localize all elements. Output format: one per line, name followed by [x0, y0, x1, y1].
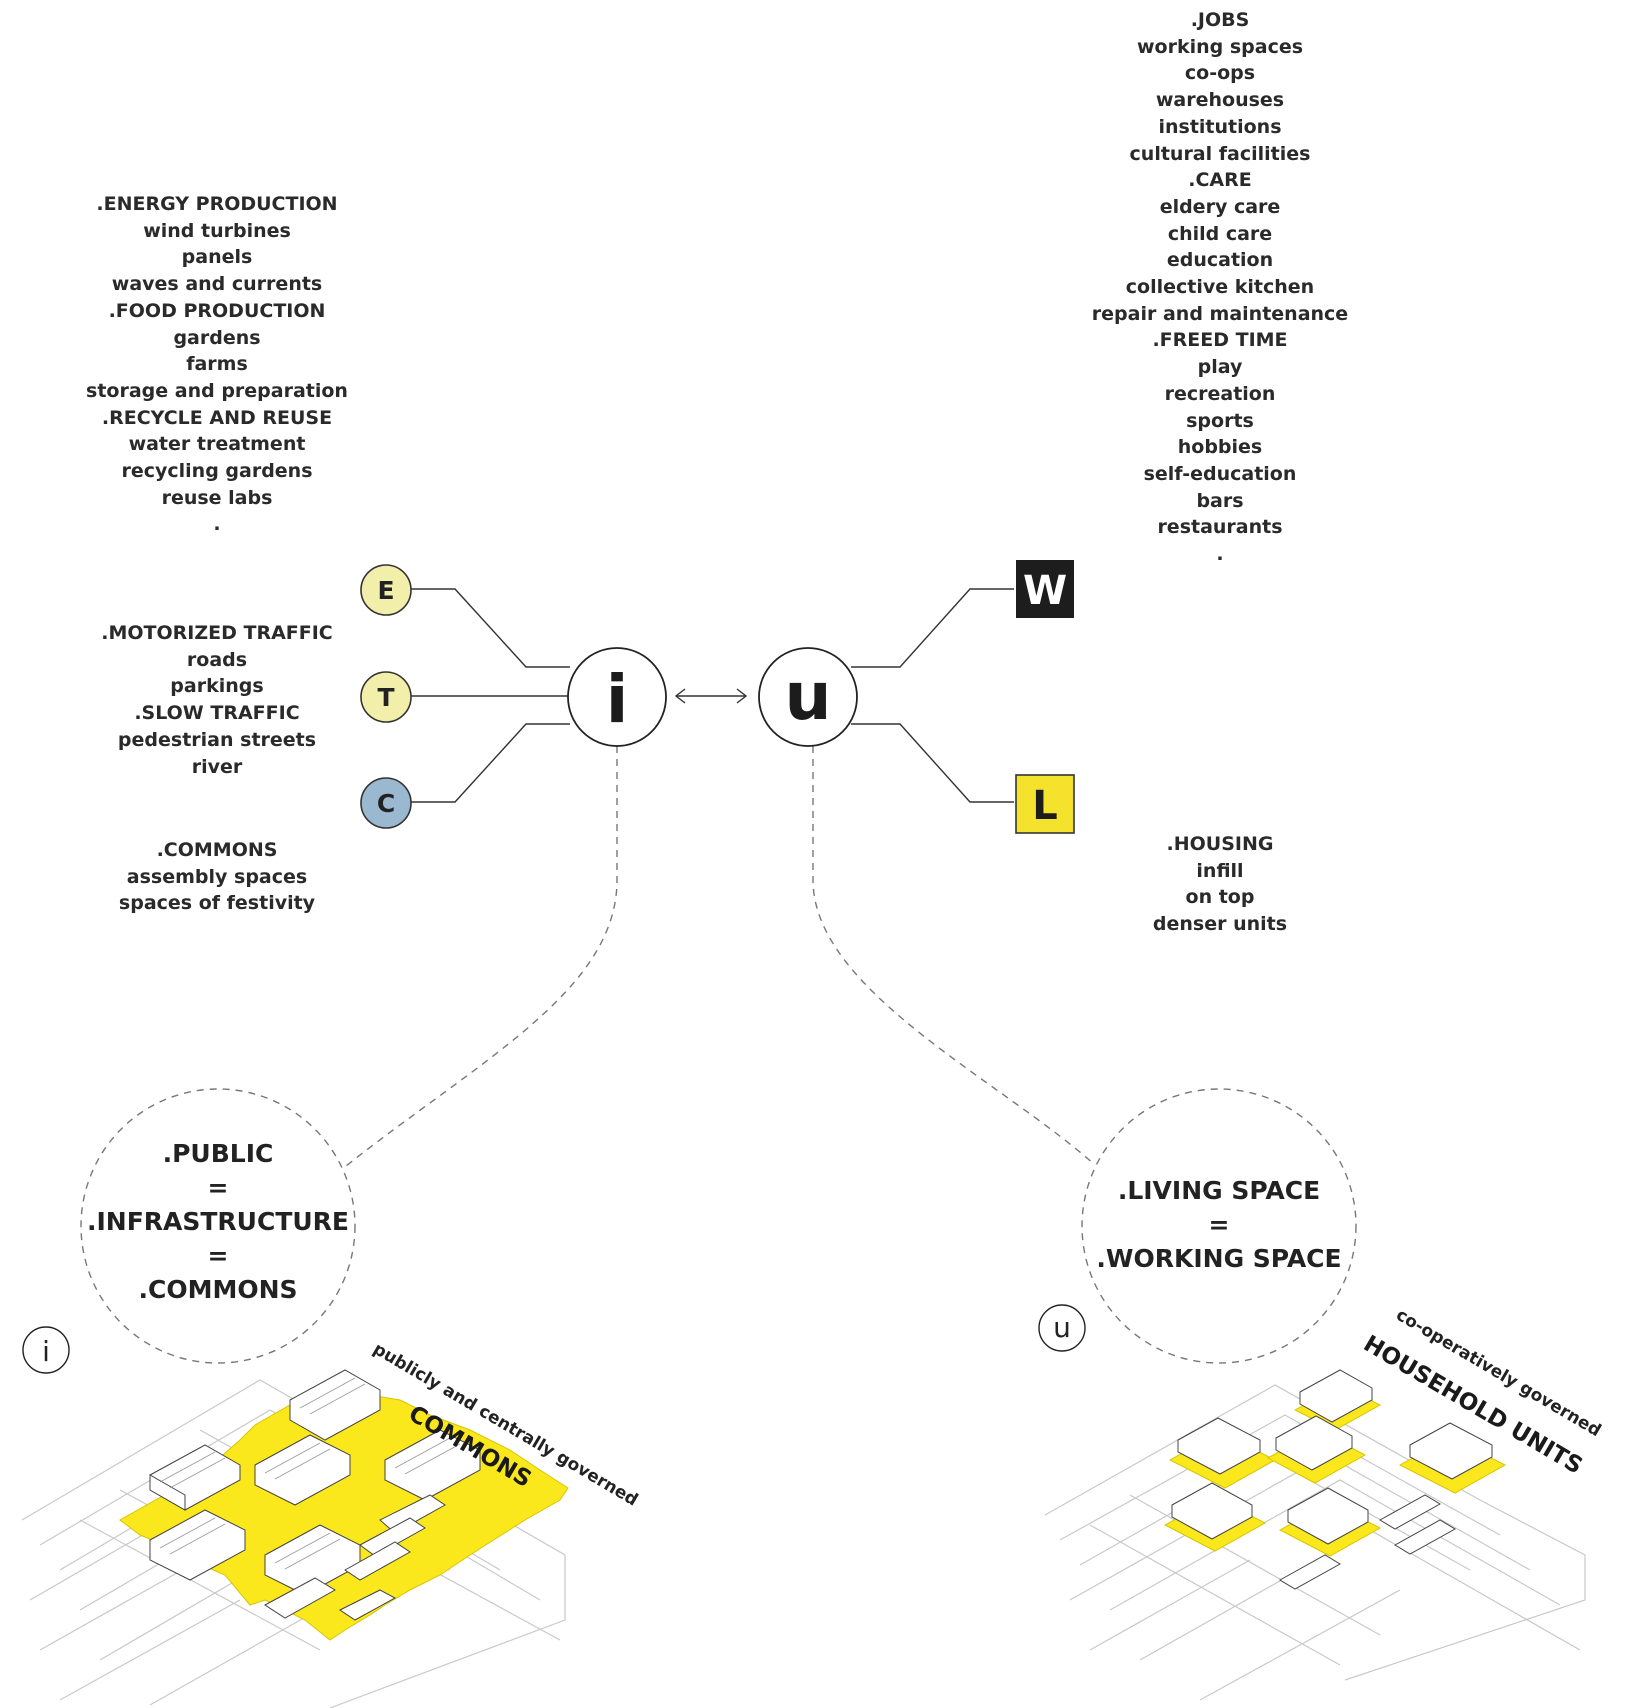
- node-u[interactable]: u: [758, 647, 858, 747]
- node-u-label: u: [785, 658, 832, 735]
- commons-list-line: assembly spaces: [126, 865, 308, 888]
- energy-food-recycle-list-line: panels: [181, 246, 253, 269]
- energy-food-recycle-list-line: waves and currents: [111, 273, 323, 296]
- node-e-label: E: [377, 576, 394, 605]
- housing-list-line: infill: [1196, 859, 1244, 882]
- jobs-care-freed-time-list-line: .CARE: [1188, 169, 1252, 192]
- connector-e-i: [406, 588, 570, 668]
- node-i-label: i: [606, 661, 629, 738]
- jobs-care-freed-time-list-line: child care: [1167, 222, 1273, 245]
- traffic-list-line: roads: [186, 648, 248, 671]
- node-l-label: L: [1032, 783, 1058, 829]
- jobs-care-freed-time-list-line: .: [1216, 543, 1224, 566]
- energy-food-recycle-list-line: storage and preparation: [86, 379, 348, 402]
- connector-c-i: [406, 723, 570, 803]
- energy-food-recycle-list-line: recycling gardens: [121, 460, 313, 483]
- housing-list: .HOUSING infill on top denser units: [1060, 831, 1380, 938]
- dashed-link-u: [812, 746, 1096, 1166]
- traffic-list-line: pedestrian streets: [117, 728, 317, 751]
- node-t[interactable]: T: [360, 671, 412, 723]
- living-working-space-text: .LIVING SPACE = .WORKING SPACE: [1079, 1174, 1359, 1276]
- jobs-care-freed-time-list-line: repair and maintenance: [1091, 302, 1349, 325]
- jobs-care-freed-time-list-line: bars: [1196, 489, 1244, 512]
- public-infrastructure-commons-text: .PUBLIC = .INFRASTRUCTURE = .COMMONS: [78, 1137, 358, 1307]
- public-infrastructure-commons-text-line: =: [207, 1173, 229, 1202]
- jobs-care-freed-time-list-line: restaurants: [1157, 516, 1283, 539]
- badge-i: i: [22, 1326, 70, 1374]
- commons-list: .COMMONS assembly spaces spaces of festivi…: [67, 837, 367, 917]
- energy-food-recycle-list-line: .FOOD PRODUCTION: [108, 299, 326, 322]
- jobs-care-freed-time-list-line: cultural facilities: [1129, 142, 1311, 165]
- energy-food-recycle-list-line: water treatment: [128, 433, 306, 456]
- public-infrastructure-commons-text-line: .INFRASTRUCTURE: [86, 1207, 350, 1236]
- public-infrastructure-commons-text-line: .COMMONS: [138, 1275, 298, 1304]
- public-circle: [80, 1088, 356, 1364]
- connector-u-w: [851, 588, 1014, 668]
- badge-u-label: u: [1053, 1311, 1071, 1344]
- node-c[interactable]: C: [360, 777, 412, 829]
- living-working-space-text-line: .LIVING SPACE: [1117, 1176, 1321, 1205]
- node-t-label: T: [377, 683, 394, 712]
- energy-food-recycle-list-line: wind turbines: [143, 219, 291, 242]
- energy-food-recycle-list-line: .ENERGY PRODUCTION: [96, 193, 338, 215]
- jobs-care-freed-time-list-line: warehouses: [1155, 89, 1285, 112]
- jobs-care-freed-time-list-line: education: [1166, 249, 1274, 272]
- public-infrastructure-commons-text-line: =: [207, 1241, 229, 1270]
- living-working-space-text-line: .WORKING SPACE: [1096, 1244, 1342, 1273]
- traffic-list: .MOTORIZED TRAFFIC roads parkings .SLOW TRA…: [67, 620, 367, 780]
- household-map: co-operatively governed HOUSEHOLD UNITS: [1044, 1305, 1604, 1701]
- jobs-care-freed-time-list: .JOBS working spaces co-ops warehouses insti…: [1060, 7, 1380, 568]
- energy-food-recycle-list-line: farms: [186, 353, 248, 376]
- badge-u: u: [1038, 1304, 1086, 1352]
- node-w-label: W: [1023, 568, 1067, 614]
- node-i[interactable]: i: [567, 647, 667, 747]
- jobs-care-freed-time-list-line: .FREED TIME: [1152, 329, 1288, 352]
- traffic-list-line: parkings: [170, 675, 264, 698]
- jobs-care-freed-time-list-line: sports: [1186, 409, 1254, 432]
- dashed-link-i: [345, 746, 618, 1167]
- node-c-label: C: [377, 789, 395, 818]
- housing-list-line: on top: [1185, 886, 1255, 909]
- jobs-care-freed-time-list-line: play: [1197, 356, 1243, 379]
- traffic-list-line: .MOTORIZED TRAFFIC: [101, 622, 333, 644]
- commons-list-line: .COMMONS: [156, 839, 278, 861]
- public-infrastructure-commons-text-line: .PUBLIC: [162, 1139, 274, 1168]
- living-working-circle: [1081, 1088, 1357, 1364]
- commons-list-line: spaces of festivity: [118, 892, 316, 915]
- traffic-list-line: river: [191, 755, 243, 778]
- badge-i-label: i: [42, 1335, 50, 1368]
- arrow-head-left: [674, 688, 686, 704]
- energy-food-recycle-list-line: .: [213, 513, 221, 536]
- jobs-care-freed-time-list-line: self-education: [1143, 462, 1297, 485]
- jobs-care-freed-time-list-line: working spaces: [1136, 35, 1304, 58]
- jobs-care-freed-time-list-line: hobbies: [1177, 436, 1263, 459]
- commons-map: publicly and centrally governed COMMONS: [21, 1339, 641, 1708]
- node-l[interactable]: L: [1015, 774, 1075, 834]
- node-e[interactable]: E: [360, 564, 412, 616]
- jobs-care-freed-time-list-line: co-ops: [1184, 62, 1256, 85]
- jobs-care-freed-time-list-line: eldery care: [1159, 195, 1281, 218]
- energy-food-recycle-list-line: reuse labs: [161, 486, 273, 509]
- living-working-space-text-line: =: [1208, 1210, 1230, 1239]
- housing-list-line: .HOUSING: [1166, 833, 1274, 855]
- jobs-care-freed-time-list-line: collective kitchen: [1125, 276, 1315, 299]
- node-w[interactable]: W: [1016, 560, 1074, 618]
- connector-u-l: [851, 723, 1014, 803]
- traffic-list-line: .SLOW TRAFFIC: [134, 702, 300, 725]
- arrow-head-right: [736, 688, 748, 704]
- energy-food-recycle-list-line: .RECYCLE AND REUSE: [101, 406, 333, 429]
- housing-list-line: denser units: [1152, 913, 1288, 936]
- energy-food-recycle-list-line: gardens: [173, 326, 261, 349]
- jobs-care-freed-time-list-line: .JOBS: [1190, 9, 1250, 31]
- energy-food-recycle-list: .ENERGY PRODUCTION wind turbines panels wav…: [67, 191, 367, 538]
- jobs-care-freed-time-list-line: institutions: [1158, 115, 1282, 138]
- jobs-care-freed-time-list-line: recreation: [1164, 382, 1276, 405]
